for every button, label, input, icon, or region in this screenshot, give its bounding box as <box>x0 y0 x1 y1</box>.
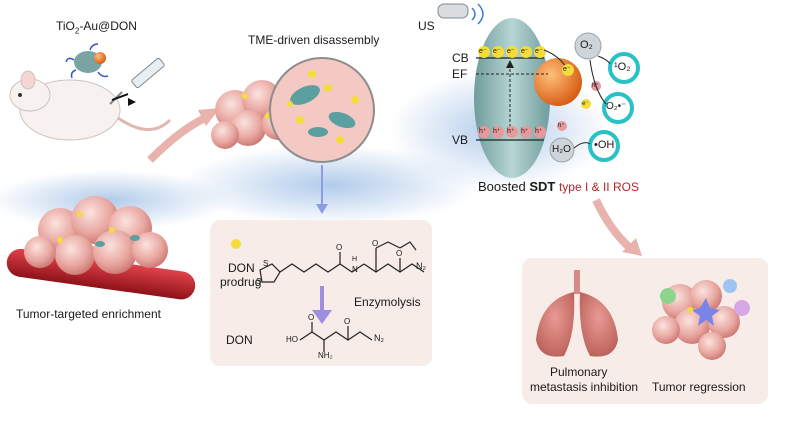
tumor-cluster-left <box>6 196 196 300</box>
syringe-icon <box>109 57 165 106</box>
superoxide-molecule <box>602 92 634 124</box>
hydroxyl-molecule <box>588 130 620 162</box>
au-hole <box>557 121 567 131</box>
n2-label-don: N₂ <box>374 333 384 343</box>
singlet-o2-molecule <box>608 52 640 84</box>
atom-o-don-2: O <box>344 317 351 326</box>
mouse-illustration <box>9 70 172 141</box>
o2-label: O₂ <box>580 39 593 51</box>
nh2-label: NH₂ <box>318 351 333 360</box>
atom-s-2: S <box>256 277 262 286</box>
prodrug-label-line-2: prodrug <box>220 275 262 289</box>
regressed-tumor <box>652 279 750 360</box>
electron-symbol-5: e⁻ <box>535 48 543 55</box>
arrow-down-head <box>316 204 328 214</box>
nanoparticle-label: TiO2-Au@DON <box>56 20 137 35</box>
atom-o-prodrug-2: O <box>372 239 379 248</box>
atom-o-don-1: O <box>308 313 315 322</box>
prodrug-label-line-1: DON <box>228 261 255 275</box>
vb-label: VB <box>452 133 469 147</box>
arrow-to-singlet-o2 <box>597 55 611 65</box>
hole-symbol-5: h⁺ <box>535 128 543 135</box>
nanoparticle-label-prefix: TiO <box>56 19 75 33</box>
electron-row <box>478 46 546 58</box>
lung-caption-line-1: Pulmonary <box>550 365 608 379</box>
atom-o-prodrug-1: O <box>336 243 343 252</box>
hole-symbol-2: h⁺ <box>493 128 501 135</box>
ho-label: HO <box>286 335 298 344</box>
panel-1-caption: Tumor-targeted enrichment <box>16 307 161 321</box>
arrow-to-superoxide <box>589 59 607 105</box>
hole-symbol-au: h⁺ <box>558 123 565 129</box>
glow-middle <box>180 145 480 225</box>
hole-row <box>478 126 546 138</box>
hole-symbol-3: h⁺ <box>507 128 515 135</box>
h2o-label: H₂O <box>552 144 571 155</box>
au-particle <box>534 58 582 106</box>
singlet-o2-label: ¹O₂ <box>614 61 631 73</box>
arrow-head-outcomes <box>622 238 642 256</box>
hole-symbol-4: h⁺ <box>521 128 529 135</box>
ultrasound-probe-icon <box>437 3 484 25</box>
electron-symbol-au-lower: e⁻ <box>582 101 589 107</box>
cb-label: CB <box>452 51 469 65</box>
atom-n-prodrug: N <box>352 265 358 274</box>
don-prodrug-structure <box>231 239 425 283</box>
don-structure <box>299 322 373 352</box>
sdt-caption: Boosted SDT type I & II ROS <box>478 180 639 193</box>
hole-symbol-ros: h⁺ <box>592 83 599 89</box>
au-electron <box>562 64 574 76</box>
tio2-particle <box>474 18 550 178</box>
magnified-view <box>269 57 375 163</box>
nanoparticle-label-sub: 2 <box>74 26 80 36</box>
arrow-to-hydroxyl <box>573 142 591 149</box>
hydroxyl-label: •OH <box>594 139 615 151</box>
arrow-to-panel-2 <box>147 114 207 163</box>
enzymolysis-label: Enzymolysis <box>354 295 421 309</box>
o2-molecule <box>574 32 602 60</box>
sdt-caption-prefix: Boosted <box>478 179 526 194</box>
electron-symbol-3: e⁻ <box>507 48 515 55</box>
electron-symbol-2: e⁻ <box>493 48 501 55</box>
atom-h-prodrug: H <box>352 256 358 263</box>
superoxide-label: O₂•⁻ <box>606 101 627 112</box>
atom-o-prodrug-3: O <box>396 249 403 258</box>
electron-symbol-au: e⁻ <box>563 66 571 73</box>
arrow-head-panel-2 <box>198 108 220 126</box>
product-label: DON <box>226 333 253 347</box>
electron-symbol-4: e⁻ <box>521 48 529 55</box>
nanoparticle-label-suffix: -Au@DON <box>79 19 137 33</box>
excitation-arrow-head <box>506 60 514 68</box>
sdt-caption-bold: SDT <box>529 179 556 194</box>
nanoparticle-icon <box>65 43 109 79</box>
arrow-to-outcomes <box>592 198 633 251</box>
lung-caption-line-2: metastasis inhibition <box>530 380 639 394</box>
h2o-molecule <box>549 137 575 163</box>
tumor-caption: Tumor regression <box>652 380 746 394</box>
atom-s-1: S <box>263 259 269 268</box>
au-electron-lower <box>581 99 591 109</box>
n2-label-prodrug: N₂ <box>416 261 426 271</box>
electron-symbol-1: e⁻ <box>479 48 487 55</box>
panel-2-caption: TME-driven disassembly <box>248 33 380 47</box>
sdt-caption-red: type I & II ROS <box>558 180 639 194</box>
ef-label: EF <box>452 67 468 81</box>
enzymolysis-arrow-head <box>312 310 332 324</box>
hole-symbol-1: h⁺ <box>479 128 487 135</box>
us-label: US <box>418 19 435 33</box>
lung-illustration <box>536 270 618 357</box>
